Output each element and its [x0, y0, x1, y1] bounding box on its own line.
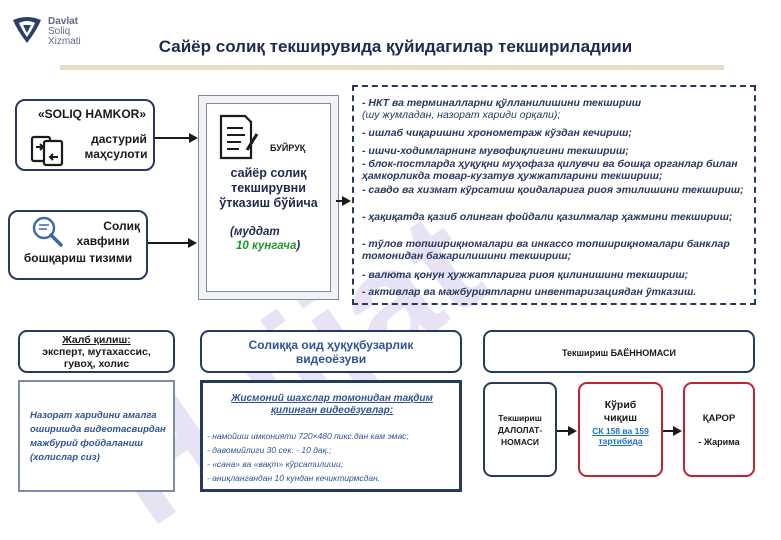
review-box: Кўриб чиқиш СК 158 ва 159 тартибида — [578, 382, 663, 477]
arrow-line — [336, 200, 344, 202]
control-purchase-box: Назорат харидини амалга оширишда видеота… — [18, 380, 175, 492]
order-period: (муддат — [230, 226, 280, 238]
review-line1: Кўриб — [604, 399, 637, 411]
order-close: ) — [296, 240, 301, 252]
logo-text: Davlat Soliq Xizmati — [48, 17, 81, 47]
video-record-box: Солиққа оид ҳуқуқбузарлик видеоёзуви — [200, 330, 462, 373]
risk-management-box — [8, 210, 148, 280]
inspection-statement-box: Текшириш БАЁННОМАСИ — [483, 330, 755, 373]
attract-line1: эксперт, мутахассис, — [42, 346, 151, 358]
statement-title: Текшириш БАЁННОМАСИ — [561, 348, 676, 358]
checklist-item: - ишчи-ходимларнинг мувофиқлигини текшир… — [362, 145, 629, 157]
order-line2: текширувни — [231, 181, 306, 195]
decision-item: - Жарима — [698, 437, 740, 447]
video-requirement-item: - «сана» ва «вақт» кўрсатилиши; — [207, 459, 344, 469]
decision-box: ҚАРОР - Жарима — [683, 382, 755, 477]
inspection-act-line1: Текшириш — [498, 413, 542, 423]
logo-emblem-icon — [13, 17, 41, 43]
logo-line: Davlat — [48, 16, 79, 27]
checklist-item: - валюта қонун ҳужжатларига риоя қилиниш… — [362, 269, 689, 281]
logo-line: Soliq — [48, 26, 71, 37]
checklist-item: - тўлов топшириқномалари ва инкассо топш… — [362, 238, 730, 262]
arrow-line — [663, 430, 675, 432]
arrow-head-icon — [188, 238, 197, 248]
video-requirements-list: - намойиш имконияти 720×480 пикс.дан кам… — [207, 429, 459, 485]
attract-box: Жалб қилиш: эксперт, мутахассис, гувоҳ, … — [18, 330, 175, 373]
arrow-head-icon — [342, 196, 351, 206]
arrow-line — [557, 430, 570, 432]
order-label: БУЙРУҚ — [270, 143, 306, 153]
checklist-box — [352, 85, 756, 305]
document-pen-icon — [219, 114, 259, 160]
checklist-item: - ҳақиқатда қазиб олинган фойдали қазилм… — [362, 211, 733, 223]
video-requirement-item: - намойиш имконияти 720×480 пикс.дан кам… — [207, 431, 409, 441]
checklist-item-text: - НКТ ва терминалларни қўлланилишини тек… — [362, 97, 642, 109]
attract-line2: гувоҳ, холис — [63, 358, 130, 370]
video-line1: Солиққа оид ҳуқуқбузарлик — [248, 338, 414, 352]
checklist-item: - блок-постларда ҳуқуқни муҳофаза қилувч… — [362, 158, 738, 182]
inspection-act-line2: ДАЛОЛАТ- — [497, 425, 543, 435]
arrow-line — [148, 242, 190, 244]
inspection-act-box: Текшириш ДАЛОЛАТ- НОМАСИ — [483, 382, 557, 477]
order-line3: ўтказиш бўйича — [219, 196, 318, 210]
video-line2: видеоёзуви — [295, 352, 367, 366]
magnifier-document-icon — [32, 216, 63, 247]
page-title: Сайёр солиқ текширувида қуйидагилар текш… — [158, 37, 633, 56]
risk-line2: хавфини — [76, 234, 130, 248]
review-code-link[interactable]: СК 158 ва 159 тартибида — [592, 426, 649, 446]
title-divider — [60, 65, 724, 70]
video-requirement-item: - давомийлиги 30 сек. - 10 дақ.; — [207, 445, 332, 455]
order-line1: сайёр солиқ — [230, 166, 307, 180]
checklist-item: - ишлаб чиқаришни хронометраж кўздан кеч… — [362, 127, 632, 139]
review-line2: чиқиш — [603, 412, 637, 424]
order-days: 10 кунгача — [236, 240, 297, 252]
logo-line: Xizmati — [48, 36, 81, 47]
order-days-line: 10 кунгача) — [236, 240, 300, 252]
video-requirements-title: Жисмоний шахслар томонидан тақдим қилинг… — [231, 393, 433, 416]
arrow-line — [155, 137, 191, 139]
checklist-item: - савдо ва хизмат кўрсатиш қоидаларига р… — [362, 184, 744, 196]
soliq-hamkor-line1: дастурий — [91, 132, 147, 146]
risk-line3: бошқариш тизими — [23, 251, 133, 265]
video-requirement-item: - аниқлангандан 10 кундан кечиктирмсдан. — [207, 473, 381, 483]
attract-title: Жалб қилиш: — [62, 334, 131, 346]
control-purchase-text: Назорат харидини амалга оширишда видеота… — [30, 410, 166, 463]
video-requirements-box: Жисмоний шахслар томонидан тақдим қилинг… — [200, 380, 462, 492]
checklist-item: - НКТ ва терминалларни қўлланилишини тек… — [362, 97, 752, 121]
arrow-head-icon — [673, 426, 682, 436]
checklist-item-subtext: (шу жумладан, назорат хариди орқали); — [362, 109, 561, 121]
checklist-item: - активлар ва мажбуриятларни инвентариза… — [362, 286, 697, 298]
inspection-act-line3: НОМАСИ — [500, 437, 539, 447]
arrow-head-icon — [568, 426, 577, 436]
risk-line1: Солиқ — [103, 219, 140, 233]
soliq-hamkor-line2: маҳсулоти — [84, 147, 148, 161]
decision-title: ҚАРОР — [702, 413, 736, 424]
exchange-documents-icon — [30, 135, 64, 167]
arrow-head-icon — [189, 133, 198, 143]
soliq-hamkor-title: «SOLIQ HAMKOR» — [37, 107, 146, 121]
